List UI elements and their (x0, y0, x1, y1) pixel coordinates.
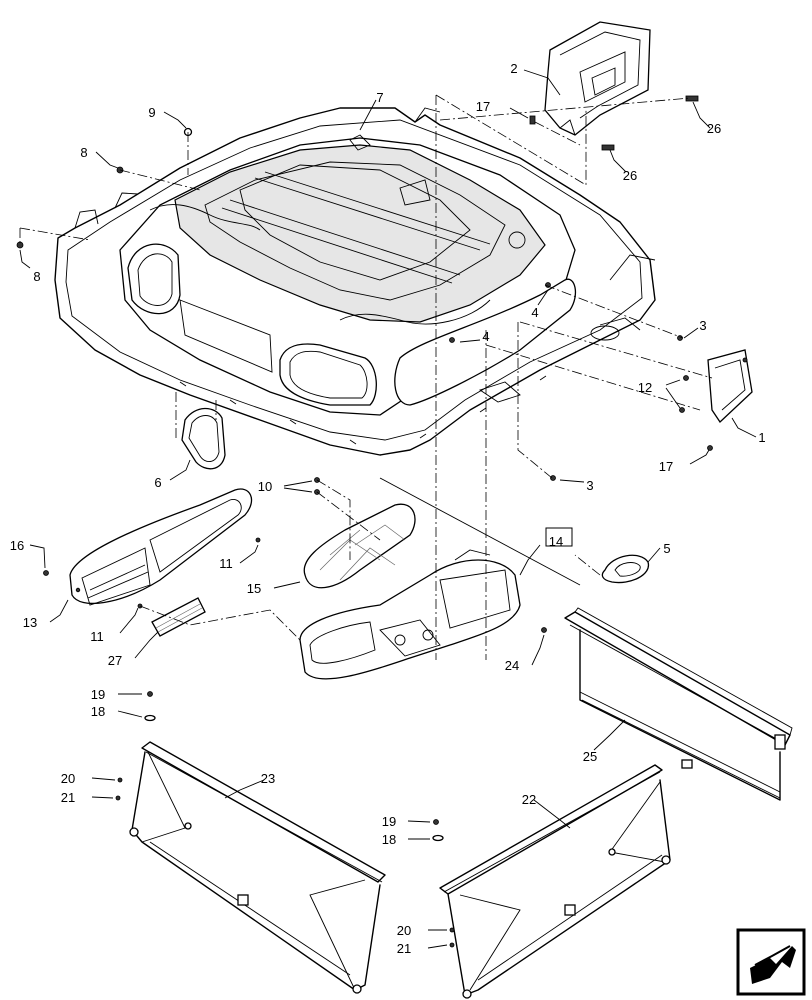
alignment-lines (19, 94, 713, 660)
callout-c21a: 21 (61, 790, 75, 805)
callout-c26a: 26 (707, 121, 721, 136)
next-page-arrow-icon[interactable] (736, 928, 806, 996)
callout-c25: 25 (583, 749, 597, 764)
callout-c27: 27 (108, 653, 122, 668)
callout-c24: 24 (505, 658, 519, 673)
callout-c20b: 20 (397, 923, 411, 938)
callout-c18b: 18 (382, 832, 396, 847)
part-23-sunshade (129, 741, 386, 994)
callout-c4a: 4 (531, 305, 538, 320)
callout-c14: 14 (549, 534, 563, 549)
callout-c10: 10 (258, 479, 272, 494)
callout-c15: 15 (247, 581, 261, 596)
callout-c19a: 19 (91, 687, 105, 702)
callout-c17a: 17 (476, 99, 490, 114)
callout-c3b: 3 (586, 478, 593, 493)
callout-c8a: 8 (80, 145, 87, 160)
callout-c19b: 19 (382, 814, 396, 829)
callout-c5: 5 (663, 541, 670, 556)
callout-c17b: 17 (659, 459, 673, 474)
callout-c4b: 4 (482, 329, 489, 344)
callout-labels: 1233445678891011111213141516171718181919… (10, 61, 766, 956)
callout-c6: 6 (154, 475, 161, 490)
headliner-panel (54, 107, 656, 456)
part-22-sunshade (439, 764, 671, 999)
callout-c18a: 18 (91, 704, 105, 719)
callout-c21b: 21 (397, 941, 411, 956)
callout-c8b: 8 (33, 269, 40, 284)
callout-c9: 9 (148, 105, 155, 120)
part-14-duct (299, 549, 521, 680)
part-1-bracket (707, 349, 753, 423)
part-5-grommet (601, 554, 649, 584)
callout-c13: 13 (23, 615, 37, 630)
callout-c1: 1 (758, 430, 765, 445)
part-6-gasket (181, 407, 226, 470)
part-27-pad (151, 597, 206, 637)
callout-c23: 23 (261, 771, 275, 786)
part-15-filter (303, 503, 416, 589)
part-2-bracket (544, 21, 651, 136)
callout-c16: 16 (10, 538, 24, 553)
callout-c12: 12 (638, 380, 652, 395)
callout-c3a: 3 (699, 318, 706, 333)
part-25-shade (564, 607, 793, 801)
part-13-bezel (69, 488, 253, 606)
callout-c11a: 11 (219, 556, 233, 571)
callout-c26b: 26 (623, 168, 637, 183)
callout-14-box (545, 527, 573, 547)
callout-c22: 22 (522, 792, 536, 807)
callout-c20a: 20 (61, 771, 75, 786)
leader-lines (19, 69, 757, 949)
callout-c2: 2 (510, 61, 517, 76)
callout-c11b: 11 (90, 629, 104, 644)
callout-c7: 7 (376, 90, 383, 105)
